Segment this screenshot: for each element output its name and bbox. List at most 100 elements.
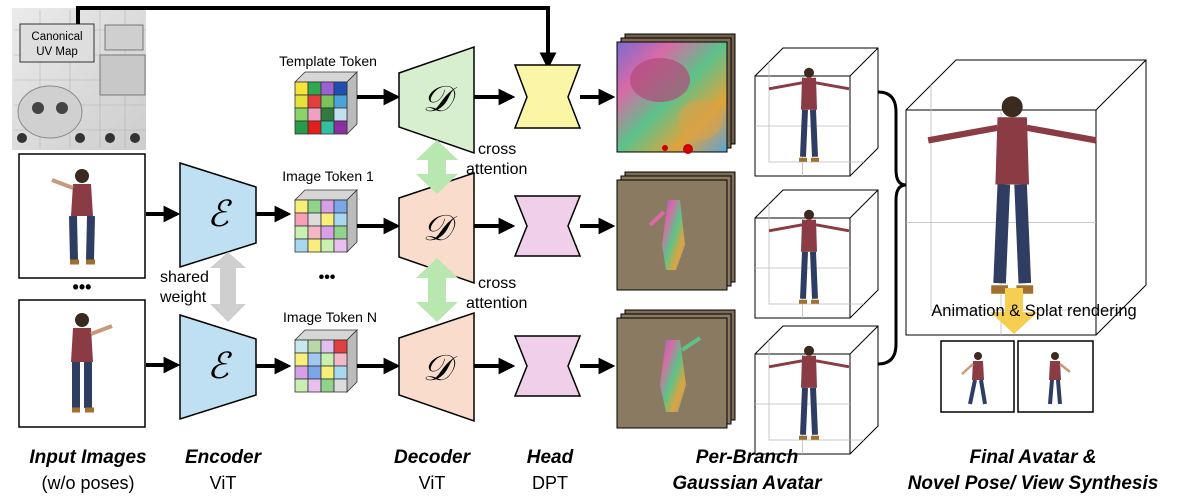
decoder-template: 𝒟: [398, 45, 475, 155]
token-cell: [307, 120, 322, 135]
branch-title-line1: Per-Branch: [696, 447, 798, 468]
final-avatar-box: [905, 59, 1147, 336]
cross-attention-1-line2: attention: [466, 161, 527, 178]
branch-title-line2: Gaussian Avatar: [672, 473, 823, 494]
encoder-1-symbol: ℰ: [207, 194, 232, 235]
token-cell: [333, 225, 348, 240]
encoder-subtitle: ViT: [210, 473, 237, 493]
uv-map-label-box: [19, 23, 95, 63]
head-subtitle: DPT: [532, 473, 568, 493]
cross-attention-arrow-2-down: [416, 296, 458, 322]
rendered-view-2: [1017, 340, 1094, 413]
branch-avatar-image-1: [754, 189, 879, 319]
image-token-n-cube: [294, 329, 358, 393]
decoder-image-n: 𝒟: [398, 311, 475, 423]
token-cell: [307, 378, 322, 393]
token-cell: [294, 339, 309, 354]
cross-attention-arrow-1-down: [416, 166, 458, 194]
cross-attention-1-line1: cross: [478, 141, 516, 158]
uv-map: Canonical UV Map: [12, 8, 146, 150]
final-title-line2: Novel Pose/ View Synthesis: [908, 473, 1159, 494]
branch-avatar-image-n: [754, 325, 879, 455]
token-cell: [320, 107, 335, 122]
token-cell: [294, 120, 309, 135]
cross-attention-arrow-2-up: [416, 258, 458, 300]
merge-brace: [877, 90, 907, 366]
token-cell: [307, 107, 322, 122]
cross-attention-arrow-1-up: [416, 140, 458, 172]
token-cell: [320, 365, 335, 380]
token-cell: [307, 238, 322, 253]
final-title-line1: Final Avatar &: [969, 447, 1096, 468]
cross-attention-2-line1: cross: [478, 275, 516, 292]
token-cell: [333, 107, 348, 122]
token-cell: [320, 339, 335, 354]
token-cell: [307, 212, 322, 227]
uv-skip-arrow: [76, 6, 557, 70]
template-token-cube: [294, 71, 358, 135]
branch-avatar-template: [754, 47, 879, 177]
token-ellipsis: •••: [319, 269, 336, 286]
head-title: Head: [527, 447, 574, 468]
shared-weight-label-line1: shared: [160, 269, 209, 286]
token-cell: [333, 94, 348, 109]
shared-weight-arrow: [210, 252, 246, 322]
token-cell: [333, 199, 348, 214]
encoder-title: Encoder: [185, 447, 263, 468]
image-token-1-label: Image Token 1: [282, 168, 374, 184]
encoder-n-symbol: ℰ: [207, 346, 232, 387]
token-cell: [333, 378, 348, 393]
token-cell: [294, 365, 309, 380]
head-template: [513, 64, 582, 129]
input-image-1: [18, 153, 146, 279]
gaussian-map-image-1: [616, 171, 736, 291]
token-cell: [320, 81, 335, 96]
token-cell: [320, 225, 335, 240]
token-cell: [294, 212, 309, 227]
token-cell: [320, 94, 335, 109]
input-image-n: [18, 299, 146, 428]
token-cell: [333, 81, 348, 96]
token-cell: [320, 199, 335, 214]
gaussian-map-template: [616, 33, 736, 154]
token-cell: [333, 339, 348, 354]
input-ellipsis: •••: [73, 277, 92, 297]
token-cell: [333, 120, 348, 135]
uv-map-label-line2: UV Map: [36, 46, 78, 58]
token-cell: [333, 365, 348, 380]
token-cell: [294, 199, 309, 214]
token-cell: [307, 352, 322, 367]
head-image-n: [513, 335, 582, 397]
token-cell: [320, 378, 335, 393]
input-images-subtitle: (w/o poses): [41, 473, 134, 493]
encoder-1: ℰ: [179, 161, 257, 269]
render-caption: Animation & Splat rendering: [931, 302, 1136, 320]
input-images-title: Input Images: [29, 447, 146, 468]
token-cell: [294, 225, 309, 240]
token-cell: [294, 238, 309, 253]
token-cell: [333, 352, 348, 367]
image-token-n-label: Image Token N: [283, 309, 377, 325]
token-cell: [294, 378, 309, 393]
template-token-label: Template Token: [279, 53, 377, 69]
rendered-view-1: [940, 340, 1015, 413]
decoder-title: Decoder: [394, 447, 472, 468]
token-cell: [294, 107, 309, 122]
head-image-1: [513, 195, 582, 257]
token-cell: [333, 212, 348, 227]
image-token-1-cube: [294, 189, 358, 253]
token-cell: [294, 94, 309, 109]
token-cell: [307, 339, 322, 354]
token-cell: [320, 212, 335, 227]
token-cell: [320, 120, 335, 135]
token-cell: [307, 225, 322, 240]
token-cell: [307, 365, 322, 380]
token-cell: [333, 238, 348, 253]
render-arrow: [990, 288, 1038, 334]
gaussian-map-image-n: [616, 309, 736, 429]
cross-attention-2-line2: attention: [466, 295, 527, 312]
encoder-n: ℰ: [179, 313, 257, 421]
shared-weight-label-line2: weight: [159, 289, 207, 306]
token-cell: [307, 81, 322, 96]
